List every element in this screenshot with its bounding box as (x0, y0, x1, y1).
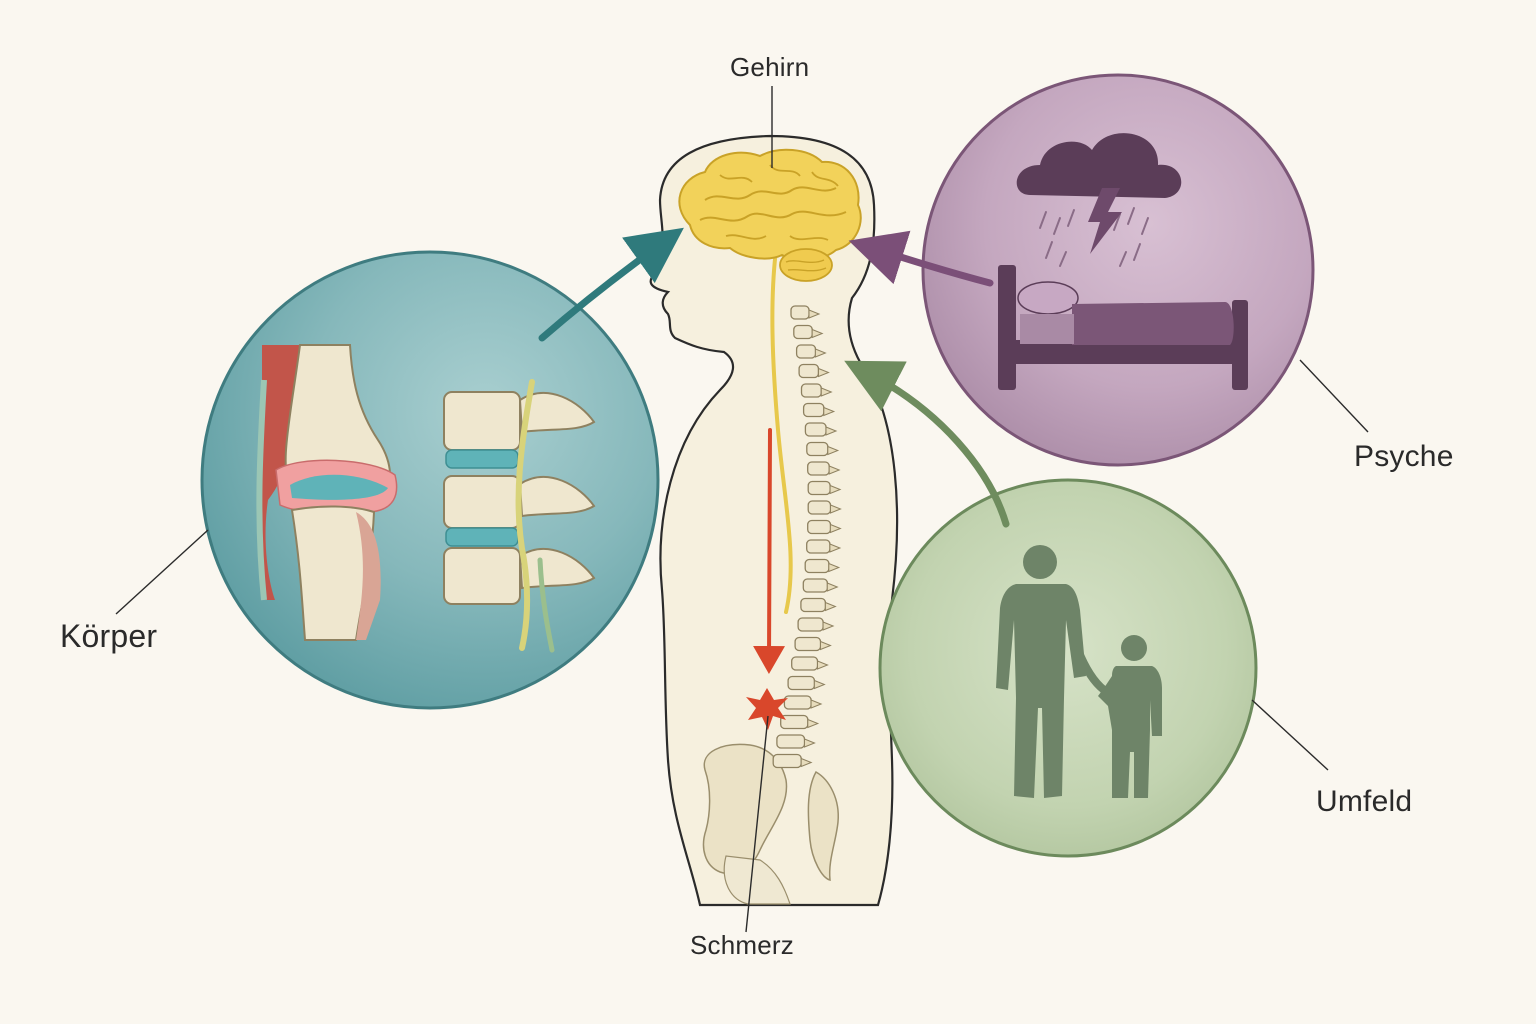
vertebra-process (823, 406, 836, 417)
vertebra-process (829, 523, 842, 534)
vertebral-process (518, 476, 596, 518)
vertebra (787, 675, 816, 691)
spine-vertebrae-icon (443, 379, 596, 653)
holding-hands-arm (1074, 646, 1108, 694)
arrow-body-to-brain (538, 227, 684, 342)
label-schmerz: Schmerz (690, 930, 794, 960)
arrow-psyche-to-brain (848, 230, 994, 287)
vertebra (800, 597, 827, 613)
leader-koerper (115, 529, 209, 615)
arrow-environment-to-spine (844, 360, 1010, 528)
spinal-nerve (770, 248, 793, 614)
brain-icon (678, 148, 862, 282)
vertebra-process (829, 543, 842, 553)
vertebra-process (800, 757, 813, 768)
vertebra (790, 305, 810, 320)
label-umfeld: Umfeld (1316, 785, 1413, 818)
vertebra (772, 753, 802, 769)
human-figure (649, 134, 899, 907)
vertebra-process (807, 718, 820, 729)
leader-lines (115, 86, 1369, 933)
pain-star-icon (746, 688, 788, 730)
vertebra-process (824, 601, 837, 612)
adult-figure-icon (996, 545, 1086, 798)
vertebra (793, 324, 813, 340)
vertebra (791, 656, 819, 671)
label-koerper: Körper (60, 618, 158, 654)
intervertebral-disc (445, 527, 519, 547)
vertebra (807, 500, 832, 515)
vertebral-body (443, 547, 521, 605)
label-gehirn: Gehirn (730, 52, 810, 82)
vertebra (798, 363, 820, 379)
vertebra (806, 441, 829, 457)
vertebra (806, 539, 831, 554)
leader-schmerz (745, 715, 769, 933)
vertebra-process (827, 445, 840, 456)
vertebra-process (813, 679, 826, 690)
vertebra (807, 519, 832, 535)
environment-circle (878, 478, 1258, 858)
bed-icon (998, 265, 1248, 390)
leader-umfeld (1251, 699, 1329, 771)
vertebra (802, 578, 829, 593)
spinal-nerve-root (515, 379, 535, 651)
vertebra-process (814, 348, 827, 358)
vertebra (807, 461, 830, 476)
vertebra (794, 636, 822, 652)
vertebra (804, 558, 830, 574)
lightning-icon (1088, 188, 1122, 254)
vertebra-process (820, 640, 832, 651)
vertebra-process (830, 504, 842, 514)
spine-icon (772, 305, 842, 769)
knee-joint-icon (256, 344, 398, 641)
arrow-brain-to-pain (753, 428, 786, 674)
nerve-branch (537, 557, 555, 653)
body-circle (200, 250, 660, 710)
vertebra (800, 383, 822, 398)
vertebra-process (828, 562, 841, 573)
intervertebral-disc (445, 449, 519, 469)
vertebral-body (443, 475, 521, 529)
label-psyche: Psyche (1354, 440, 1454, 473)
vertebra-process (804, 738, 816, 748)
leader-psyche (1299, 359, 1369, 433)
psyche-circle (921, 73, 1315, 467)
vertebra (795, 344, 817, 359)
child-figure-icon (1098, 635, 1162, 798)
vertebra-process (810, 699, 823, 709)
vertebra-process (820, 387, 833, 397)
vertebra-process (822, 621, 835, 631)
vertebra (797, 617, 824, 632)
vertebra (804, 422, 827, 437)
pelvis-icon (702, 743, 839, 905)
vertebra-process (828, 465, 841, 475)
vertebra (780, 714, 809, 730)
vertebra-process (825, 426, 838, 436)
vertebra-process (811, 328, 824, 339)
storm-cloud-icon (1016, 133, 1182, 267)
vertebra-process (818, 367, 830, 378)
vertebra (802, 402, 825, 418)
vertebral-body (443, 391, 521, 451)
vertebra-process (826, 582, 839, 592)
vertebra-process (817, 660, 829, 670)
vertebra (783, 695, 812, 710)
vertebra (807, 480, 831, 496)
vertebral-process (518, 392, 596, 434)
vertebra-process (808, 309, 821, 319)
vertebra (776, 734, 806, 749)
vertebra-process (829, 484, 842, 495)
